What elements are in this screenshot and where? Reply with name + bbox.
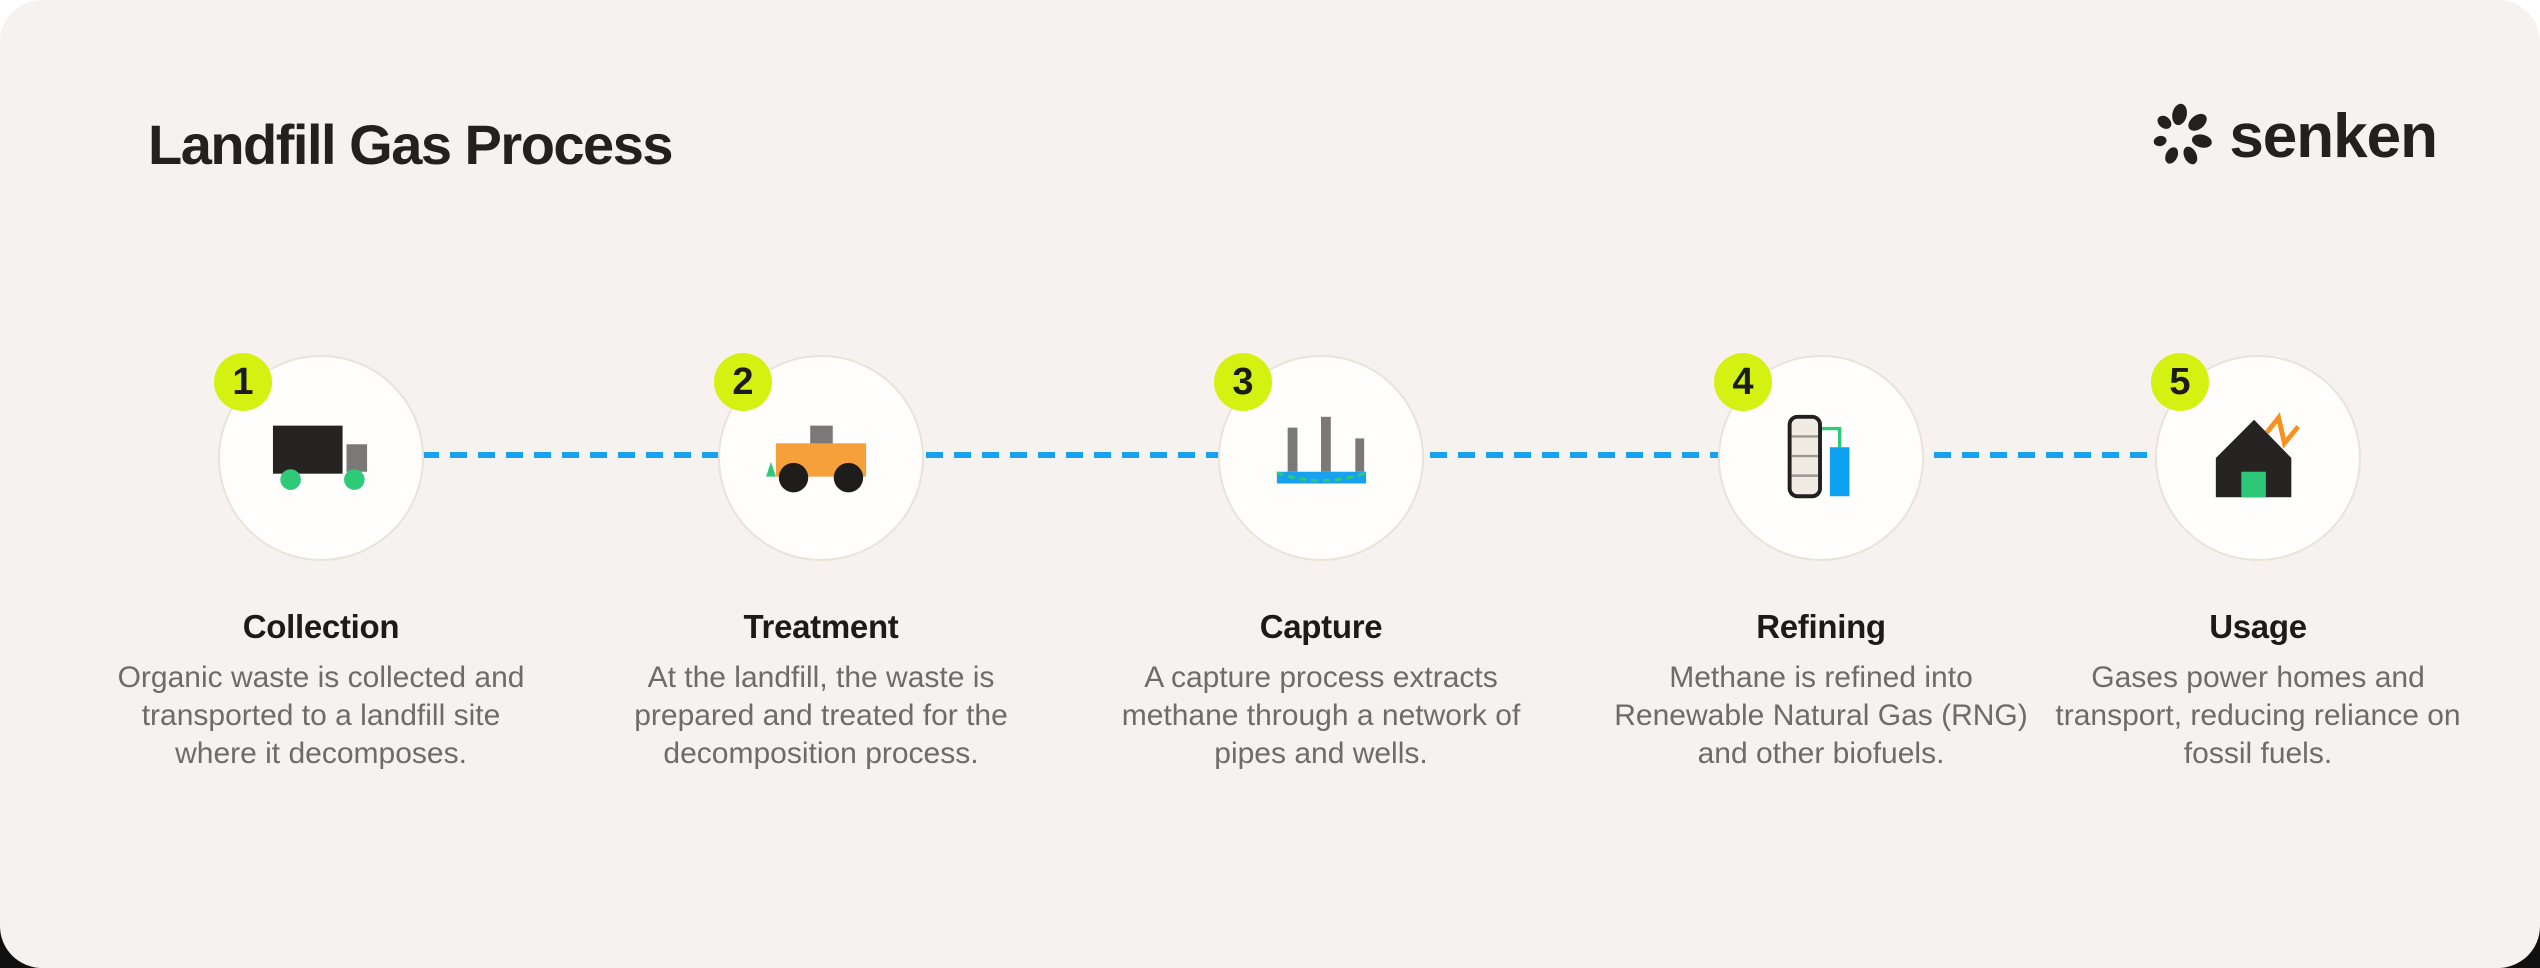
extraction-wells-icon [1276,416,1367,484]
step-description: Methane is refined into Renewable Natura… [1614,661,2028,770]
page-title: Landfill Gas Process [148,113,673,176]
step-title: Capture [1259,608,1383,645]
house-energy-icon [2215,412,2301,498]
step-capture: 3 Capture A capture process extracts met… [1101,352,1541,773]
flower-petals-icon [2154,103,2213,165]
step-treatment: 2 Treatment At the landfill, the waste i… [601,352,1041,773]
step-usage: 5 Usage Gases power homes and transport,… [2038,352,2478,773]
compactor-vehicle-icon [766,425,867,493]
step-number-badge: 1 [214,353,272,411]
step-number-badge: 3 [1214,353,1272,411]
step-collection: 1 Collection Organic waste is collected … [101,352,541,773]
step-description: Gases power homes and transport, reducin… [2055,661,2461,770]
step-circle: 3 [1214,353,1424,561]
step-circle: 1 [214,353,424,561]
step-number-badge: 2 [714,353,772,411]
step-title: Usage [2209,608,2307,645]
step-circle: 5 [2151,353,2361,561]
step-description: Organic waste is collected and transport… [117,661,525,770]
step-number-badge: 4 [1714,353,1772,411]
brand-logo: senken [2145,100,2438,172]
step-refining: 4 Refining Methane is refined into Renew… [1601,352,2041,773]
step-circle: 2 [714,353,924,561]
step-title: Refining [1756,608,1886,645]
step-title: Treatment [743,608,899,645]
refinery-tower-icon [1787,414,1850,499]
brand-name: senken [2229,101,2438,171]
step-description: A capture process extracts methane throu… [1121,661,1521,770]
step-number-badge: 5 [2151,353,2209,411]
step-description: At the landfill, the waste is prepared a… [634,661,1008,770]
step-circle: 4 [1714,353,1924,561]
garbage-truck-icon [272,425,368,490]
step-title: Collection [242,608,400,645]
